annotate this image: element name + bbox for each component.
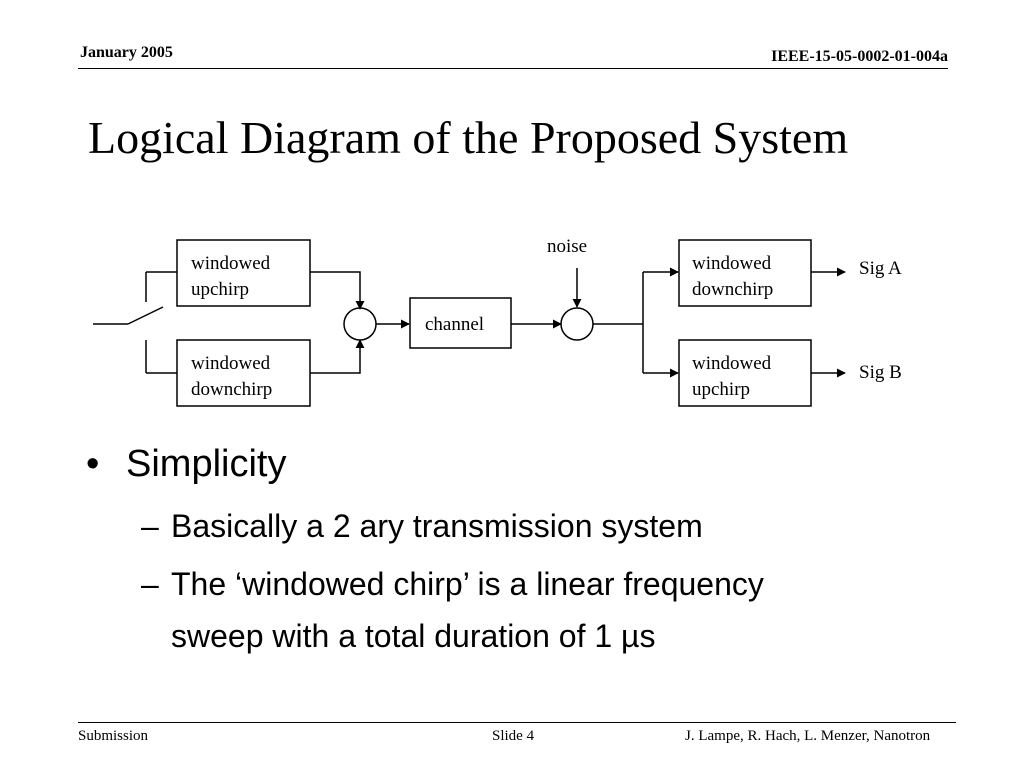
tx-upchirp-block <box>176 239 311 307</box>
header-document-id: IEEE-15-05-0002-01-004a <box>771 48 948 65</box>
tx-downchirp-label-line2: downchirp <box>191 379 272 400</box>
bullet-marker: • <box>86 443 100 485</box>
tx-upchirp-label-line2: upchirp <box>191 279 249 300</box>
footer-submission: Submission <box>78 728 149 744</box>
footer-rule <box>78 722 956 723</box>
rx-downchirp-label-line2: downchirp <box>692 279 773 300</box>
upper-to-summer-arrow <box>310 271 365 310</box>
sig-a-label: Sig A <box>859 258 902 279</box>
slide-title: Logical Diagram of the Proposed System <box>88 112 849 163</box>
rx-upchirp-label-line1: windowed <box>692 353 772 374</box>
rx-downchirp-label-line1: windowed <box>692 253 772 274</box>
tx-downchirp-label-line1: windowed <box>191 353 271 374</box>
bullet-text: Simplicity <box>126 443 287 485</box>
channel-block <box>409 297 512 349</box>
footer-slide-number: Slide 4 <box>492 728 535 744</box>
tx-upchirp-label-line1: windowed <box>191 253 271 274</box>
header-rule <box>78 68 948 69</box>
sub-bullet-text-line2: sweep with a total duration of 1 µs <box>171 618 656 654</box>
rx-upchirp-label-line2: upchirp <box>692 379 750 400</box>
noise-label: noise <box>547 236 587 257</box>
channel-label: channel <box>425 314 484 335</box>
sub-bullet-text: Basically a 2 ary transmission system <box>171 508 703 544</box>
sub-bullet-marker: – <box>141 566 159 602</box>
rx-downchirp-block <box>678 239 812 307</box>
switch-blade <box>127 306 164 325</box>
sub-bullet-marker: – <box>141 508 159 544</box>
tx-summing-node <box>343 307 377 341</box>
sig-b-label: Sig B <box>859 362 902 383</box>
noise-summing-node <box>560 307 594 341</box>
sub-bullet-text-line1: The ‘windowed chirp’ is a linear frequen… <box>171 566 764 602</box>
footer-authors: J. Lampe, R. Hach, L. Menzer, Nanotron <box>685 728 931 744</box>
header-date: January 2005 <box>80 44 173 61</box>
lower-to-summer-arrow <box>310 339 365 374</box>
